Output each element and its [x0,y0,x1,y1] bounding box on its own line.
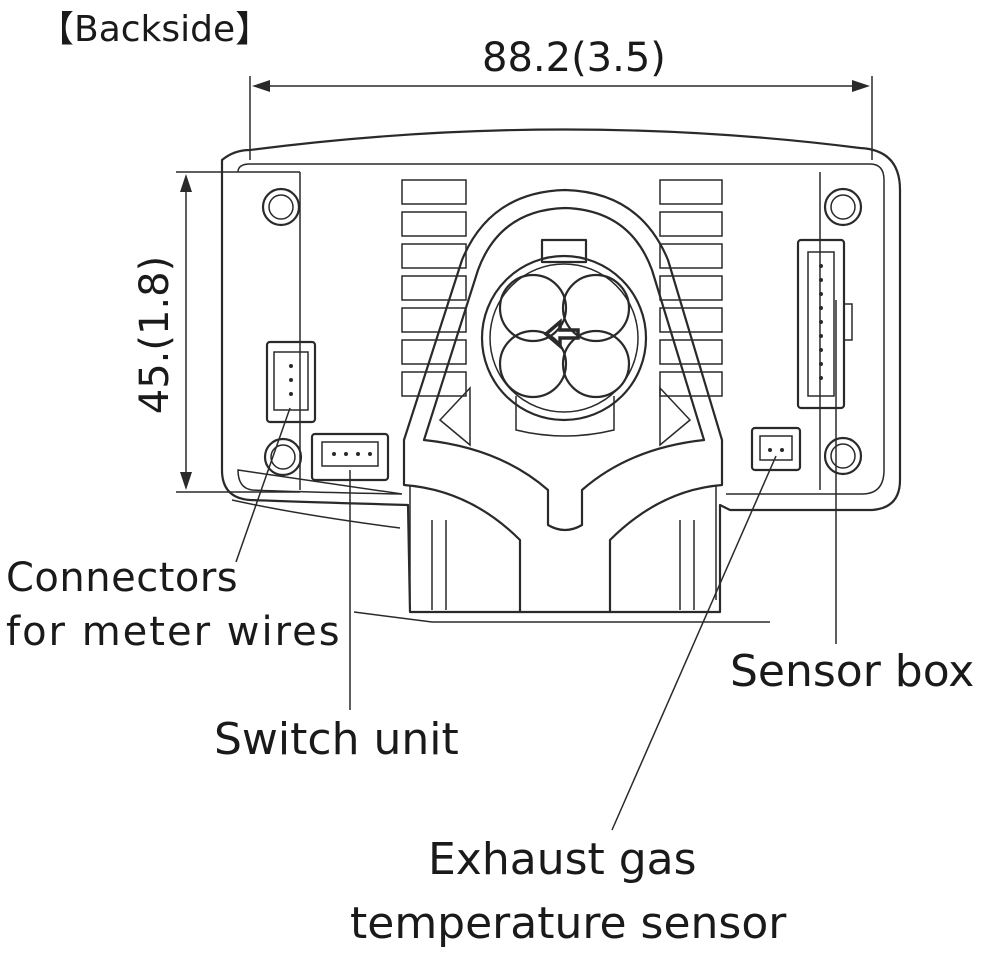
sensor-socket [480,238,648,422]
mounting-holes [261,187,863,477]
housing-outline [220,128,902,614]
exhaust-sensor-label-line2: temperature sensor [350,898,787,949]
height-dimension-label: 45.(1.8) [132,255,178,415]
sensor-box-label: Sensor box [730,646,975,697]
leader-lines [235,300,837,831]
width-dimension-label: 88.2(3.5) [482,35,666,81]
housing-inner-outline [237,163,885,495]
switch-unit-label: Switch unit [214,714,459,765]
diagram-title: 【Backside】 [38,9,272,50]
exhaust-sensor-label-line1: Exhaust gas [428,834,697,885]
meter-connectors-label-line2: for meter wires [6,609,342,655]
central-bracket [353,188,770,623]
meter-connectors-label-line1: Connectors [6,555,239,601]
height-dimension [176,171,300,493]
cooling-fins [401,179,723,397]
width-dimension [249,76,873,160]
meter-wire-connector [265,340,317,424]
sensor-box-connector [796,238,853,410]
exhaust-sensor-connector [750,426,802,472]
